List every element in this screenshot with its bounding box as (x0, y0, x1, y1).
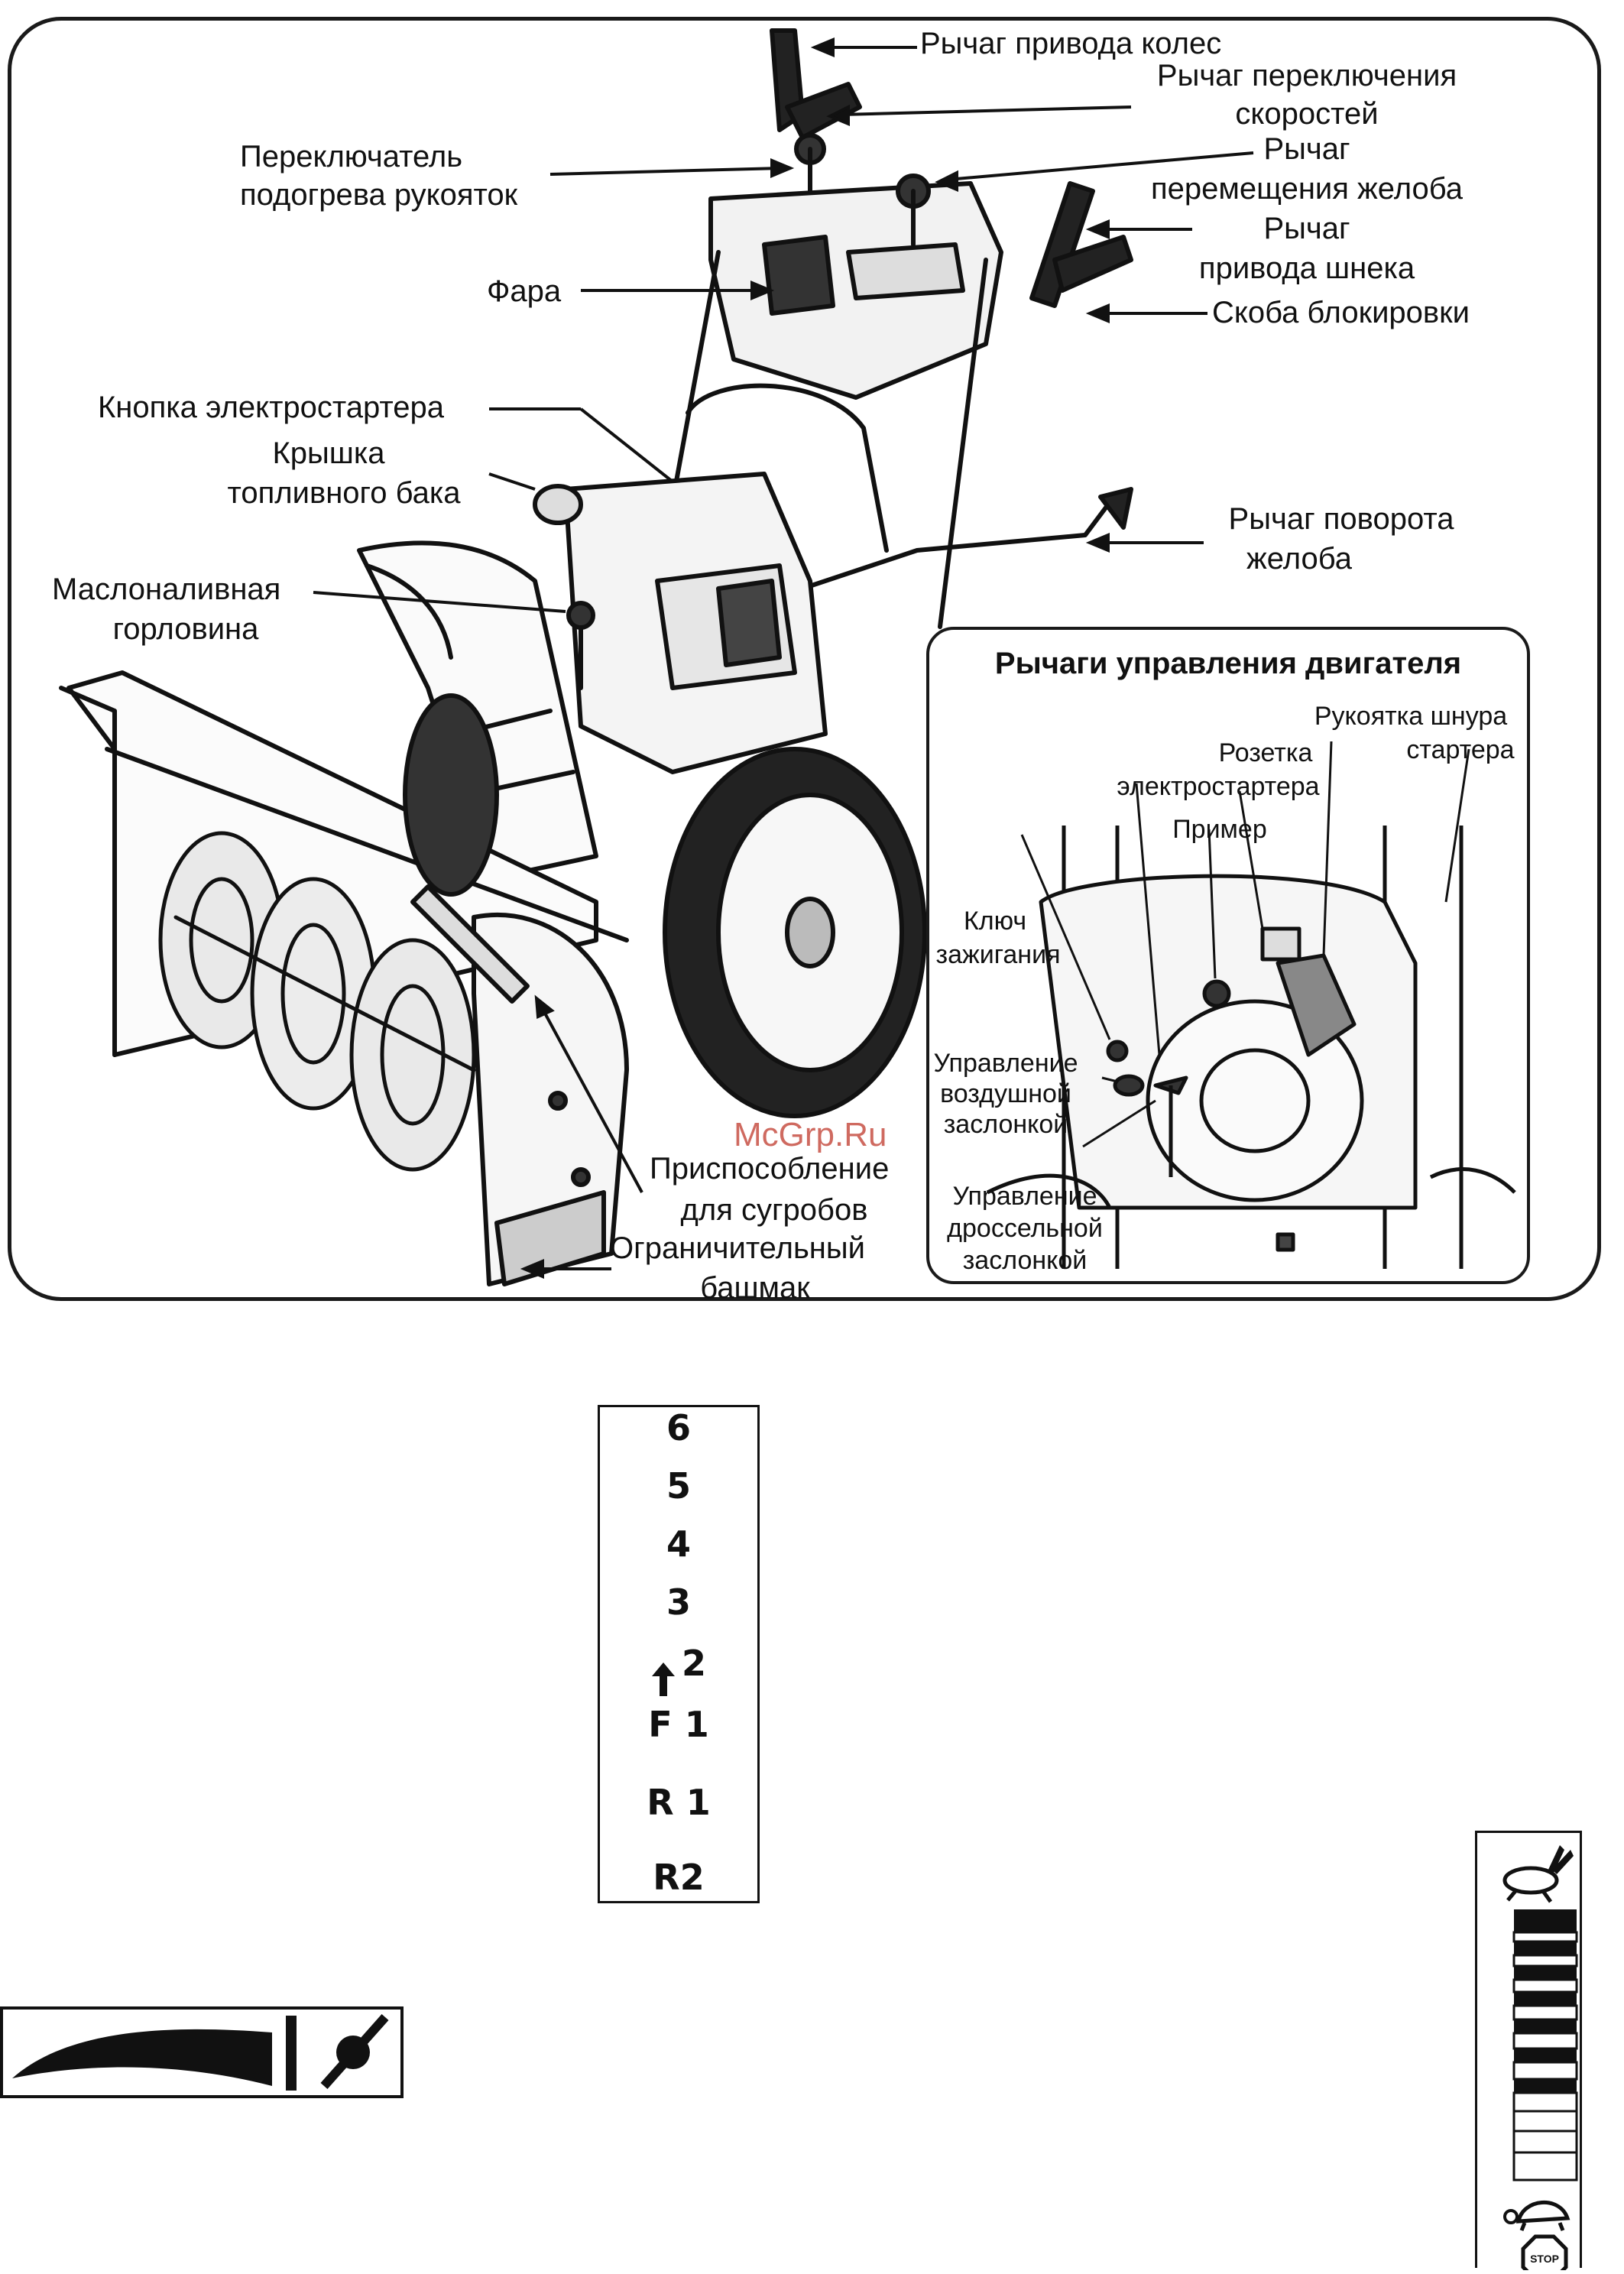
label-drift-cutter-line1: Приспособление (650, 1152, 890, 1186)
chute-deflector-decal (0, 2006, 404, 2098)
inset-label-throttle-line3: заслонкой (962, 1246, 1088, 1275)
label-chute-move-line1: Рычаг (1263, 132, 1350, 166)
gear-position-f1: F 1 (648, 1704, 709, 1745)
gear-position-6: 6 (666, 1407, 691, 1448)
label-oil-fill-line1: Маслоналивная (52, 573, 281, 606)
watermark: McGrp.Ru (734, 1116, 887, 1153)
throttle-scale: STOP (1502, 1845, 1578, 2274)
label-shift-lever-line2: скоростей (1235, 97, 1379, 131)
inset-label-throttle-line2: дроссельной (947, 1214, 1103, 1243)
inset-label-choke-line3: заслонкой (943, 1110, 1068, 1139)
inset-label-choke-line2: воздушной (940, 1079, 1071, 1108)
label-oil-fill-line2: горловина (112, 612, 259, 646)
engine-controls-drawing (986, 741, 1516, 1269)
throttle-scale-decal: STOP (1475, 1831, 1582, 2274)
inset-label-throttle-line1: Управление (952, 1182, 1097, 1211)
rabbit-icon (1502, 1845, 1574, 1903)
forward-arrow-icon (652, 1663, 675, 1696)
inset-title: Рычаги управления двигателя (994, 647, 1462, 680)
label-start-button: Кнопка электростартера (98, 391, 445, 424)
label-heated-grips-line1: Переключатель (240, 140, 463, 174)
label-shift-lever-line1: Рычаг переключения (1156, 59, 1457, 92)
illustration-frame (8, 17, 1601, 1301)
inset-label-socket-line2: электростартера (1117, 772, 1320, 801)
label-auger-lever-line2: привода шнека (1198, 251, 1415, 285)
turtle-icon (1503, 2200, 1571, 2231)
label-chute-move-line2: перемещения желоба (1150, 172, 1463, 206)
gear-position-5: 5 (666, 1465, 691, 1507)
gear-position-2: 2 (681, 1643, 706, 1684)
label-fuel-cap-line2: топливного бака (227, 476, 461, 510)
label-auger-lever-line1: Рычаг (1263, 212, 1350, 245)
engine-controls-inset: Рычаги управления двигателя (926, 627, 1530, 1284)
label-drift-cutter-line2: для сугробов (680, 1193, 868, 1227)
gear-position-decal: 6 5 4 3 2 F 1 R 1 R2 (598, 1405, 760, 1903)
chute-pitch-icon (12, 2014, 389, 2091)
gear-position-r1: R 1 (647, 1782, 711, 1823)
label-chute-rotate-line1: Рычаг поворота (1228, 502, 1454, 536)
inset-label-primer: Пример (1172, 815, 1267, 844)
inset-label-key-line1: Ключ (963, 907, 1027, 936)
inset-label-recoil-line1: Рукоятка шнура (1314, 702, 1508, 731)
label-chute-rotate-line2: желоба (1246, 542, 1352, 576)
inset-label-socket-line1: Розетка (1218, 738, 1313, 767)
label-headlight: Фара (487, 274, 562, 308)
label-drive-lever: Рычаг привода колес (920, 27, 1222, 60)
inset-label-key-line2: зажигания (935, 940, 1061, 969)
svg-text:STOP: STOP (1530, 2253, 1559, 2265)
gear-position-3: 3 (666, 1581, 691, 1623)
label-fuel-cap-line1: Крышка (272, 436, 385, 470)
inset-label-recoil-line2: стартера (1406, 735, 1515, 764)
gear-position-4: 4 (666, 1523, 691, 1565)
gear-position-r2: R2 (653, 1857, 705, 1898)
inset-label-choke-line1: Управление (933, 1049, 1078, 1078)
label-heated-grips-line2: подогрева рукояток (240, 178, 518, 212)
label-skid-shoe-line2: башмак (700, 1271, 810, 1305)
stop-sign-icon: STOP (1521, 2234, 1568, 2274)
label-lock-bracket: Скоба блокировки (1212, 296, 1470, 329)
label-skid-shoe-line1: Ограничительный (610, 1231, 865, 1265)
